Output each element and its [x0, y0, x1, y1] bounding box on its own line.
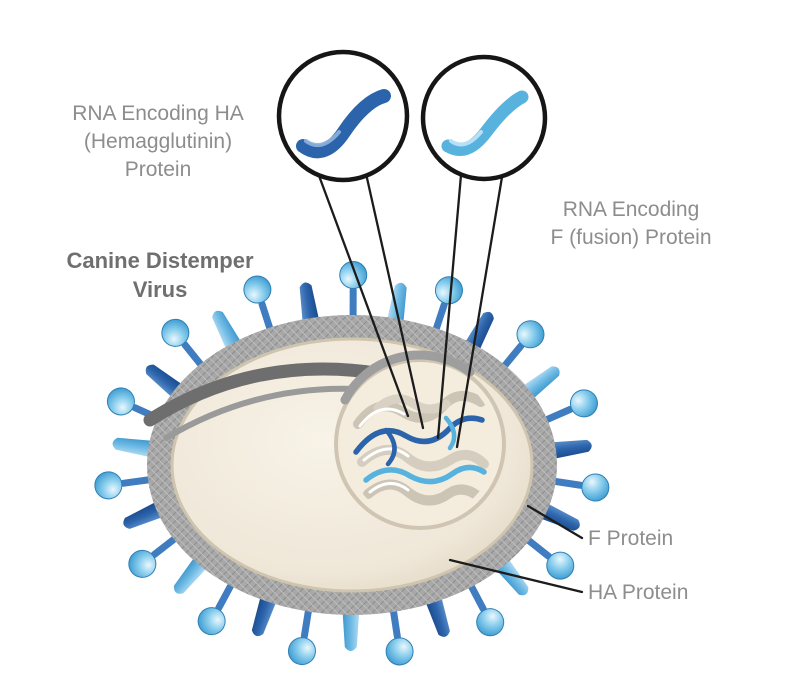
- ha-protein-spike: [465, 579, 505, 637]
- rna-f-strand-icon: [441, 90, 529, 156]
- leader-ha-protein: [448, 558, 584, 594]
- cutaway-membrane-rim: [340, 350, 475, 405]
- virus-body: [94, 261, 610, 666]
- leader-f-rna-1: [436, 173, 463, 440]
- nucleocapsid: [353, 391, 489, 506]
- label-rna-ha-line2: (Hemagglutinin): [84, 130, 232, 153]
- label-rna-ha-line3: Protein: [125, 158, 192, 181]
- leader-f-protein: [526, 504, 584, 540]
- ha-protein-spike: [94, 471, 157, 500]
- ha-protein-spike: [498, 320, 545, 373]
- label-virus-name-line2: Virus: [133, 277, 188, 302]
- torn-membrane-edge: [143, 362, 401, 427]
- ha-protein-spike: [339, 261, 368, 324]
- rna-ha-strand-icon: [296, 89, 391, 159]
- interior-rim: [170, 337, 534, 593]
- leader-ha-rna-1: [316, 171, 410, 418]
- ha-protein-spike: [539, 389, 598, 425]
- ha-protein-spike: [431, 276, 463, 337]
- labels: RNA Encoding HA (Hemagglutinin) Protein …: [66, 102, 711, 604]
- ha-protein-spike: [287, 603, 316, 666]
- ha-protein-spike: [243, 275, 275, 336]
- capsid-rna-light-strand: [363, 464, 487, 485]
- ha-protein-spike: [385, 603, 414, 666]
- label-rna-f-line1: RNA Encoding: [563, 198, 700, 221]
- label-virus-name-line1: Canine Distemper: [66, 248, 253, 273]
- ha-protein-spike: [547, 473, 610, 502]
- ha-protein-spike: [521, 534, 575, 580]
- ha-protein-spike: [161, 318, 207, 372]
- magnifier-ha-ring: [276, 49, 410, 183]
- rna-f-highlight: [449, 130, 483, 147]
- leader-ha-rna-2: [365, 176, 425, 430]
- label-rna-ha-line1: RNA Encoding HA: [72, 102, 244, 125]
- label-ha-protein: HA Protein: [588, 581, 688, 604]
- label-f-protein: F Protein: [588, 527, 673, 550]
- label-rna-f-line2: F (fusion) Protein: [550, 226, 711, 249]
- capsid-rna-dark-strand: [353, 415, 485, 455]
- rna-ha-highlight: [304, 130, 341, 148]
- ha-protein-spike: [197, 578, 237, 636]
- leader-f-rna-2: [455, 169, 505, 449]
- magnifier-ha: [276, 49, 410, 183]
- leader-lines: [316, 169, 584, 594]
- magnifier-f-ring: [420, 54, 548, 182]
- magnifier-f: [420, 54, 548, 182]
- ha-protein-spike: [128, 532, 182, 578]
